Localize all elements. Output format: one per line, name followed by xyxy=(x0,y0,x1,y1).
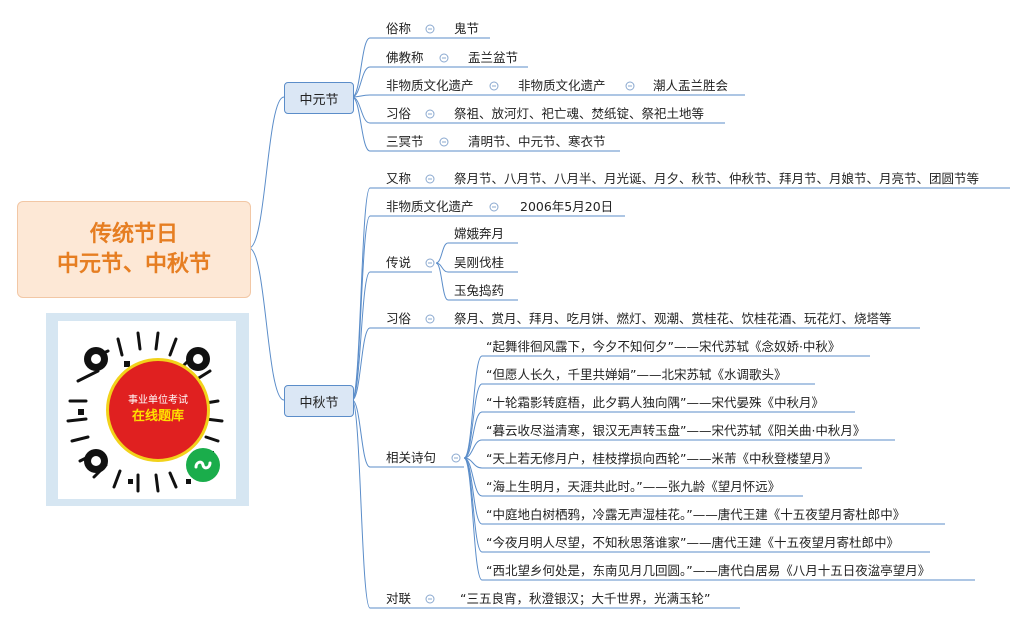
zy-row3-subvalue: 潮人盂兰胜会 xyxy=(653,78,729,93)
poem-1: “起舞徘徊风露下，今夕不知何夕”——宋代苏轼《念奴娇·中秋》 xyxy=(486,339,841,354)
zy-branch-5 xyxy=(351,96,371,152)
zy-row3-key: 非物质文化遗产 xyxy=(386,78,474,93)
poem-branch-9 xyxy=(463,457,483,581)
zy-row1-key: 俗称 xyxy=(386,21,412,36)
qr-center-badge: 事业单位考试 在线题库 xyxy=(106,358,210,462)
root-title-line2: 中元节、中秋节 xyxy=(56,251,211,277)
poem-branch-4 xyxy=(463,439,483,459)
root-title-line1: 传统节日 xyxy=(89,221,178,247)
poem-4: “暮云收尽溢清寒，银汉无声转玉盘”——宋代苏轼《阳关曲·中秋月》 xyxy=(486,423,866,438)
zy-row1-value: 鬼节 xyxy=(454,21,480,36)
poem-6: “海上生明月，天涯共此时。”——张九龄《望月怀远》 xyxy=(486,479,781,494)
zq-youcheng-key: 又称 xyxy=(386,171,412,186)
topic-zhongyuan[interactable]: 中元节 xyxy=(284,82,354,114)
poem-branch-1 xyxy=(463,355,483,459)
poem-9: “西北望乡何处是，东南见月几回圆。”——唐代白居易《八月十五日夜湓亭望月》 xyxy=(486,563,931,578)
zq-branch-3 xyxy=(351,271,371,401)
zy-row2-value: 盂兰盆节 xyxy=(468,50,519,65)
zq-branch-6 xyxy=(351,399,371,609)
zq-duilian-key: 对联 xyxy=(386,591,412,606)
poem-branch-3 xyxy=(463,411,483,459)
zq-branch-1 xyxy=(351,187,371,401)
root-to-zhongqiu xyxy=(248,247,285,401)
wechat-mini-program-icon xyxy=(186,448,220,482)
zq-branch-4 xyxy=(351,327,371,401)
zy-branch-4 xyxy=(351,96,371,124)
poem-8: “今夜月明人尽望，不知秋思落谁家”——唐代王建《十五夜望月寄杜郎中》 xyxy=(486,535,899,550)
legend-branch-1 xyxy=(435,242,449,264)
zq-xisu-key: 习俗 xyxy=(386,311,412,326)
root-topic[interactable]: 传统节日 中元节、中秋节 xyxy=(17,201,251,298)
qr-badge-line2: 在线题库 xyxy=(131,409,184,424)
zq-branch-5 xyxy=(351,399,371,468)
zy-row5-key: 三冥节 xyxy=(386,134,424,149)
legend-branch-3 xyxy=(435,262,449,301)
zy-row4-value: 祭祖、放河灯、祀亡魂、焚纸锭、祭祀土地等 xyxy=(454,106,705,121)
root-to-zhongyuan xyxy=(248,96,285,249)
poem-branch-2 xyxy=(463,383,483,459)
zq-branch-2 xyxy=(351,215,371,401)
zq-youcheng-value: 祭月节、八月节、八月半、月光诞、月夕、秋节、仲秋节、拜月节、月娘节、月亮节、团圆… xyxy=(454,171,980,186)
poem-5: “天上若无修月户，桂枝撑损向西轮”——米芾《中秋登楼望月》 xyxy=(486,451,837,466)
poem-branch-8 xyxy=(463,457,483,553)
zq-legend-1: 嫦娥奔月 xyxy=(454,226,505,241)
zq-chuanshuo-key: 传说 xyxy=(386,255,412,270)
zq-xisu-value: 祭月、赏月、拜月、吃月饼、燃灯、观潮、赏桂花、饮桂花酒、玩花灯、烧塔等 xyxy=(454,311,892,326)
zy-row2-key: 佛教称 xyxy=(386,50,424,65)
zq-poems-key: 相关诗句 xyxy=(386,450,437,465)
zq-duilian-value: “三五良宵，秋澄银汉；大千世界，光满玉轮” xyxy=(460,591,711,606)
topic-zhongqiu[interactable]: 中秋节 xyxy=(284,385,354,417)
zy-row5-value: 清明节、中元节、寒衣节 xyxy=(468,134,606,149)
poem-2: “但愿人长久，千里共婵娟”——北宋苏轼《水调歌头》 xyxy=(486,367,787,382)
poem-3: “十轮霜影转庭梧，此夕羁人独向隅”——宋代晏殊《中秋月》 xyxy=(486,395,824,410)
zq-legend-3: 玉兔捣药 xyxy=(454,283,505,298)
zq-feiyi-value: 2006年5月20日 xyxy=(520,199,614,214)
zq-feiyi-key: 非物质文化遗产 xyxy=(386,199,474,214)
zy-row3-value: 非物质文化遗产 xyxy=(518,78,606,93)
zq-legend-2: 吴刚伐桂 xyxy=(454,255,505,270)
qr-badge-line1: 事业单位考试 xyxy=(128,395,188,406)
topic-zhongyuan-label: 中元节 xyxy=(299,92,339,108)
topic-zhongqiu-label: 中秋节 xyxy=(299,395,339,411)
zy-branch-2 xyxy=(351,66,371,98)
zy-row4-key: 习俗 xyxy=(386,106,412,121)
zy-branch-1 xyxy=(351,37,371,98)
poem-7: “中庭地白树栖鸦，冷露无声湿桂花。”——唐代王建《十五夜望月寄杜郎中》 xyxy=(486,507,906,522)
